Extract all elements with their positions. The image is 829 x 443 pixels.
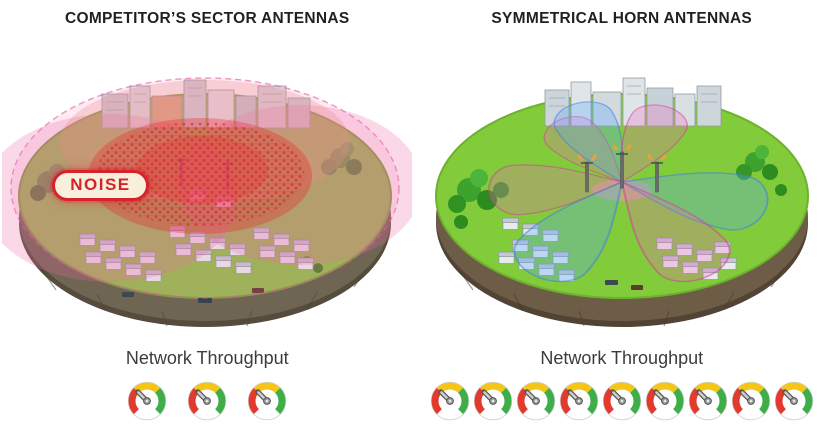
speedometer-gauge-icon xyxy=(688,381,727,421)
horn-antenna-towers xyxy=(576,144,667,193)
panel-competitor-sector-antennas: COMPETITOR’S SECTOR ANTENNAS xyxy=(2,10,413,421)
trees xyxy=(447,145,787,229)
panel-symmetrical-horn-antennas: SYMMETRICAL HORN ANTENNAS xyxy=(415,0,829,443)
noise-badge-label: NOISE xyxy=(70,175,131,194)
speedometer-gauge-icon xyxy=(473,381,512,421)
speedometer-gauge-icon xyxy=(731,381,770,421)
network-throughput-label: Network Throughput xyxy=(540,348,704,368)
noise-badge: NOISE xyxy=(52,170,149,201)
speedometer-gauge-icon xyxy=(602,381,641,421)
panel-title-symmetrical: SYMMETRICAL HORN ANTENNAS xyxy=(491,10,753,27)
throughput-gauge-row-competitor xyxy=(127,381,287,421)
panel-title-competitor: COMPETITOR’S SECTOR ANTENNAS xyxy=(64,10,350,27)
competitor-island-graphic xyxy=(2,77,413,327)
speedometer-gauge-icon xyxy=(774,381,813,421)
speedometer-gauge-icon xyxy=(188,381,227,421)
throughput-gauge-row-symmetrical xyxy=(430,381,814,421)
competitor-island-illustration: NOISE xyxy=(2,30,413,330)
speedometer-gauge-icon xyxy=(645,381,684,421)
speedometer-gauge-icon xyxy=(128,381,167,421)
speedometer-gauge-icon xyxy=(559,381,598,421)
vehicles xyxy=(122,288,265,303)
network-throughput-label: Network Throughput xyxy=(125,348,289,368)
speedometer-gauge-icon xyxy=(248,381,287,421)
symmetrical-island-graphic xyxy=(434,77,809,327)
overlapping-coverage-noise xyxy=(2,77,413,299)
speedometer-gauge-icon xyxy=(430,381,469,421)
vehicles xyxy=(604,280,643,290)
speedometer-gauge-icon xyxy=(516,381,555,421)
symmetrical-island-illustration xyxy=(417,30,827,330)
